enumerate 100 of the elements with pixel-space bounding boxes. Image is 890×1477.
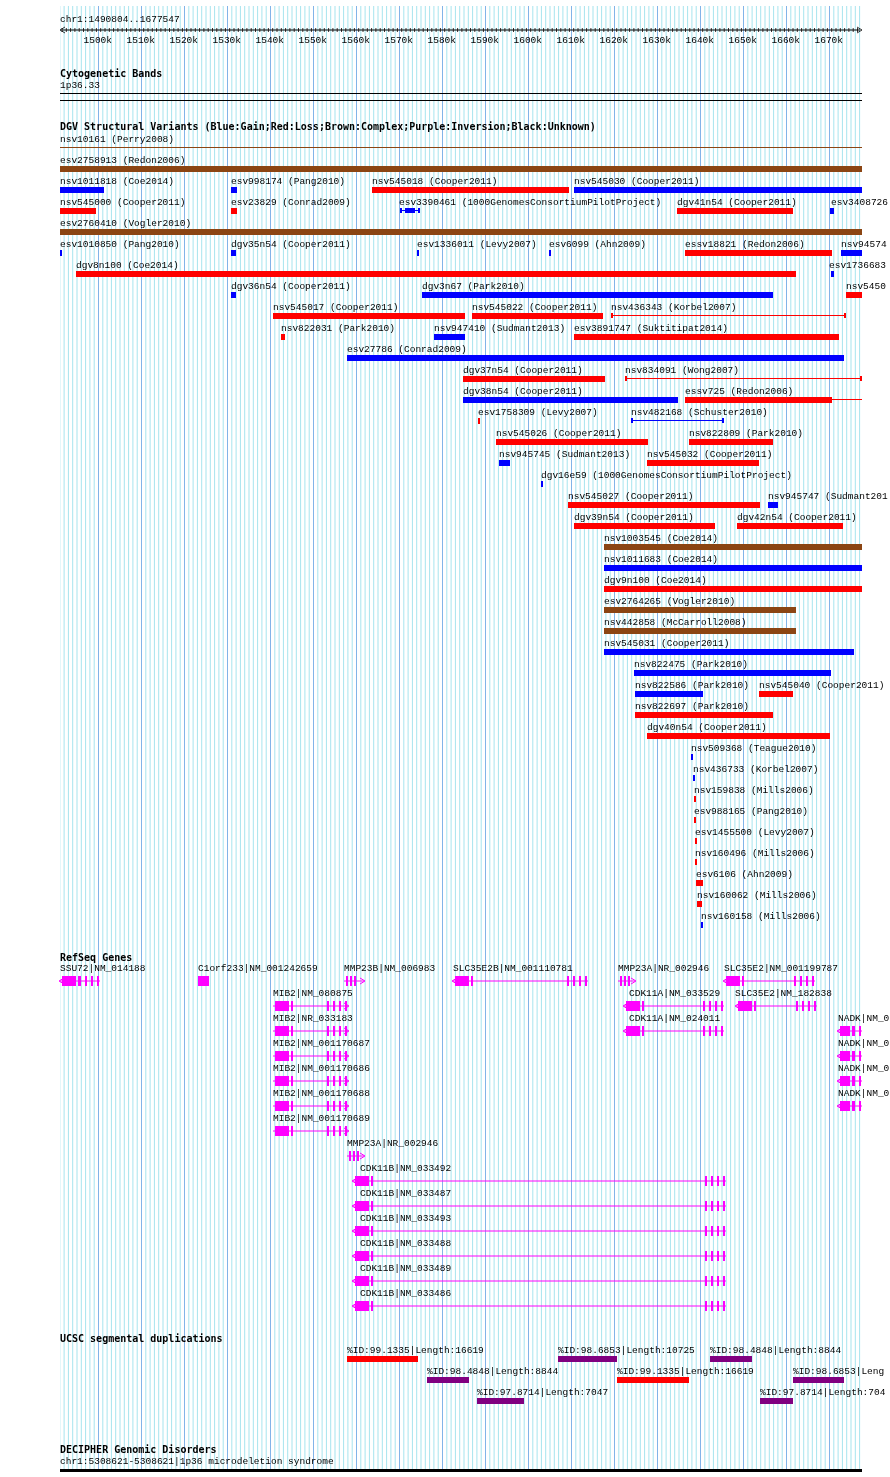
gene-label: MMP23A|NR_002946 xyxy=(347,1138,439,1149)
variant-label: nsv822809 (Park2010) xyxy=(689,428,804,439)
scale-label: 1670k xyxy=(814,35,843,46)
track-title: DECIPHER Genomic Disorders xyxy=(60,1444,217,1455)
gene-label: MMP23A|NR_002946 xyxy=(618,963,710,974)
variant-label: esv1455500 (Levy2007) xyxy=(695,827,815,838)
gene-label: CDK11B|NM_033493 xyxy=(360,1213,452,1224)
duplication-label: %ID:98.4848|Length:8844 xyxy=(427,1366,559,1377)
variant-label: nsv545040 (Cooper2011) xyxy=(759,680,885,691)
gene-label: CDK11B|NM_033487 xyxy=(360,1188,452,1199)
variant-label: nsv545032 (Cooper2011) xyxy=(647,449,773,460)
gene-label: NADK|NM_0 xyxy=(838,1038,890,1049)
scale-label: 1600k xyxy=(513,35,542,46)
variant-label: dgv8n100 (Coe2014) xyxy=(76,260,179,271)
variant-label: esv988165 (Pang2010) xyxy=(694,806,809,817)
variant-label: esv2758913 (Redon2006) xyxy=(60,155,186,166)
duplication-label: %ID:98.4848|Length:8844 xyxy=(710,1345,842,1356)
scale-label: 1590k xyxy=(470,35,499,46)
variant-label: dgv35n54 (Cooper2011) xyxy=(231,239,351,250)
variant-label: nsv545022 (Cooper2011) xyxy=(472,302,598,313)
variant-label: esv3390461 (1000GenomesConsortiumPilotProject) xyxy=(399,197,662,208)
scale-label: 1530k xyxy=(212,35,241,46)
variant-label: essv725 (Redon2006) xyxy=(685,386,794,397)
duplication-label: %ID:97.8714|Length:7047 xyxy=(477,1387,609,1398)
duplication-label: %ID:97.8714|Length:704 xyxy=(760,1387,886,1398)
variant-label: nsv822031 (Park2010) xyxy=(281,323,396,334)
variant-label: esv2764265 (Vogler2010) xyxy=(604,596,736,607)
duplication-label: %ID:99.1335|Length:16619 xyxy=(347,1345,484,1356)
variant-label: nsv545017 (Cooper2011) xyxy=(273,302,399,313)
variant-label: nsv545026 (Cooper2011) xyxy=(496,428,622,439)
gene-label: SLC35E2B|NM_001110781 xyxy=(453,963,573,974)
variant-label: nsv1011818 (Coe2014) xyxy=(60,176,175,187)
gene-label: SLC35E2|NM_182838 xyxy=(735,988,832,999)
variant-label: esv2760410 (Vogler2010) xyxy=(60,218,192,229)
variant-label: nsv822586 (Park2010) xyxy=(635,680,750,691)
variant-label: esv1736683 xyxy=(829,260,886,271)
scale-label: 1540k xyxy=(255,35,284,46)
scale-label: 1640k xyxy=(685,35,714,46)
gene-label: NADK|NM_0 xyxy=(838,1088,890,1099)
variant-label: nsv545027 (Cooper2011) xyxy=(568,491,694,502)
gene-label: CDK11A|NM_033529 xyxy=(629,988,721,999)
variant-label: esv27786 (Conrad2009) xyxy=(347,344,467,355)
variant-label: esv1336011 (Levy2007) xyxy=(417,239,537,250)
coordinate-text: chr1:1490804..1677547 xyxy=(60,14,180,25)
scale-label: 1630k xyxy=(642,35,671,46)
variant-label: nsv834091 (Wong2007) xyxy=(625,365,740,376)
variant-label: esv3891747 (Suktitipat2014) xyxy=(574,323,728,334)
gene-label: MIB2|NR_033183 xyxy=(273,1013,353,1024)
variant-label: esv23829 (Conrad2009) xyxy=(231,197,351,208)
gene-label: MIB2|NM_001170687 xyxy=(273,1038,370,1049)
gene-label: NADK|NM_0 xyxy=(838,1063,890,1074)
variant-label: nsv482168 (Schuster2010) xyxy=(631,407,768,418)
variant-label: nsv947410 (Sudmant2013) xyxy=(434,323,566,334)
gene-label: MIB2|NM_001170689 xyxy=(273,1113,370,1124)
variant-label: dgv40n54 (Cooper2011) xyxy=(647,722,767,733)
scale-label: 1610k xyxy=(556,35,585,46)
duplication-label: %ID:99.1335|Length:16619 xyxy=(617,1366,754,1377)
scale-label: 1580k xyxy=(427,35,456,46)
variant-label: nsv5450 xyxy=(846,281,886,292)
variant-label: nsv545000 (Cooper2011) xyxy=(60,197,186,208)
variant-label: nsv160158 (Mills2006) xyxy=(701,911,821,922)
gene-label: CDK11B|NM_033492 xyxy=(360,1163,452,1174)
variant-label: essv18821 (Redon2006) xyxy=(685,239,805,250)
variant-label: esv6106 (Ahn2009) xyxy=(696,869,793,880)
scale-label: 1570k xyxy=(384,35,413,46)
variant-label: esv3408726 xyxy=(831,197,888,208)
gene-label: CDK11B|NM_033489 xyxy=(360,1263,452,1274)
variant-label: nsv160496 (Mills2006) xyxy=(695,848,815,859)
variant-label: esv6099 (Ahn2009) xyxy=(549,239,646,250)
scale-label: 1620k xyxy=(599,35,628,46)
gene-label: NADK|NM_0 xyxy=(838,1013,890,1024)
variant-label: dgv9n100 (Coe2014) xyxy=(604,575,707,586)
variant-label: dgv39n54 (Cooper2011) xyxy=(574,512,694,523)
variant-label: nsv1003545 (Coe2014) xyxy=(604,533,719,544)
duplication-label: %ID:98.6853|Leng xyxy=(793,1366,885,1377)
gene-label: MIB2|NM_001170686 xyxy=(273,1063,370,1074)
track-title: UCSC segmental duplications xyxy=(60,1333,223,1344)
variant-label: nsv436343 (Korbel2007) xyxy=(611,302,737,313)
variant-label: dgv3n67 (Park2010) xyxy=(422,281,525,292)
variant-label: dgv37n54 (Cooper2011) xyxy=(463,365,583,376)
variant-label: esv1758309 (Levy2007) xyxy=(478,407,598,418)
scale-label: 1560k xyxy=(341,35,370,46)
variant-label: dgv42n54 (Cooper2011) xyxy=(737,512,857,523)
variant-label: nsv822475 (Park2010) xyxy=(634,659,749,670)
gene-label: MIB2|NM_080875 xyxy=(273,988,353,999)
variant-label: nsv822697 (Park2010) xyxy=(635,701,750,712)
scale-label: 1520k xyxy=(169,35,198,46)
variant-label: nsv545031 (Cooper2011) xyxy=(604,638,730,649)
scale-label: 1650k xyxy=(728,35,757,46)
variant-label: nsv1011683 (Coe2014) xyxy=(604,554,719,565)
duplication-label: %ID:98.6853|Length:10725 xyxy=(558,1345,695,1356)
scale-label: 1660k xyxy=(771,35,800,46)
variant-label: dgv38n54 (Cooper2011) xyxy=(463,386,583,397)
variant-label: dgv16e59 (1000GenomesConsortiumPilotProject) xyxy=(541,470,792,481)
gene-label: MMP23B|NM_006983 xyxy=(344,963,436,974)
gene-label: CDK11A|NM_024011 xyxy=(629,1013,721,1024)
coordinate-text: 1p36.33 xyxy=(60,80,100,91)
gene-label: SSU72|NM_014188 xyxy=(60,963,146,974)
variant-label: dgv36n54 (Cooper2011) xyxy=(231,281,351,292)
scale-label: 1550k xyxy=(298,35,327,46)
